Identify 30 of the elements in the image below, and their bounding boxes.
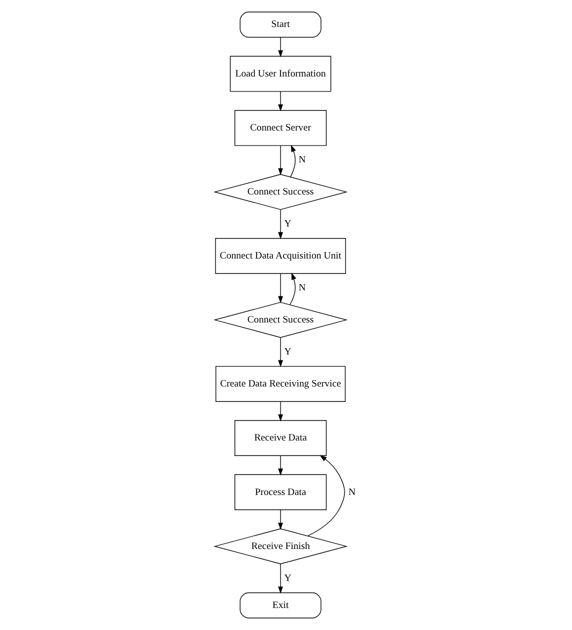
node-diamond: Receive Finish xyxy=(213,528,348,564)
arrow xyxy=(278,273,284,304)
arrow xyxy=(290,272,296,305)
arrow xyxy=(278,510,284,530)
node-box: Create Data Receiving Service xyxy=(216,366,346,402)
arrow xyxy=(278,209,284,240)
node-box: Connect Data Acquisition Unit xyxy=(215,238,346,274)
node-diamond: Connect Success xyxy=(213,302,348,338)
edge-label: Y xyxy=(284,572,292,584)
node-box: Process Data xyxy=(234,474,327,510)
edge-label: Y xyxy=(284,218,292,230)
arrow xyxy=(278,91,284,112)
edge-label: N xyxy=(348,486,356,498)
node-diamond: Connect Success xyxy=(213,174,348,210)
node-box: Receive Data xyxy=(234,420,327,456)
node-box: Start xyxy=(240,12,322,38)
arrow xyxy=(278,337,284,368)
arrow xyxy=(278,145,284,176)
edge-label: N xyxy=(298,154,306,166)
edge-label: N xyxy=(298,282,306,294)
node-box: Exit xyxy=(240,592,322,618)
arrow xyxy=(307,455,345,536)
node-box: Connect Server xyxy=(234,110,327,146)
arrow xyxy=(290,144,296,178)
arrow xyxy=(278,564,284,594)
arrow xyxy=(278,401,284,422)
node-box: Load User Information xyxy=(230,56,332,92)
arrow xyxy=(278,455,284,476)
arrow xyxy=(278,37,284,58)
edge-label: Y xyxy=(284,346,292,358)
